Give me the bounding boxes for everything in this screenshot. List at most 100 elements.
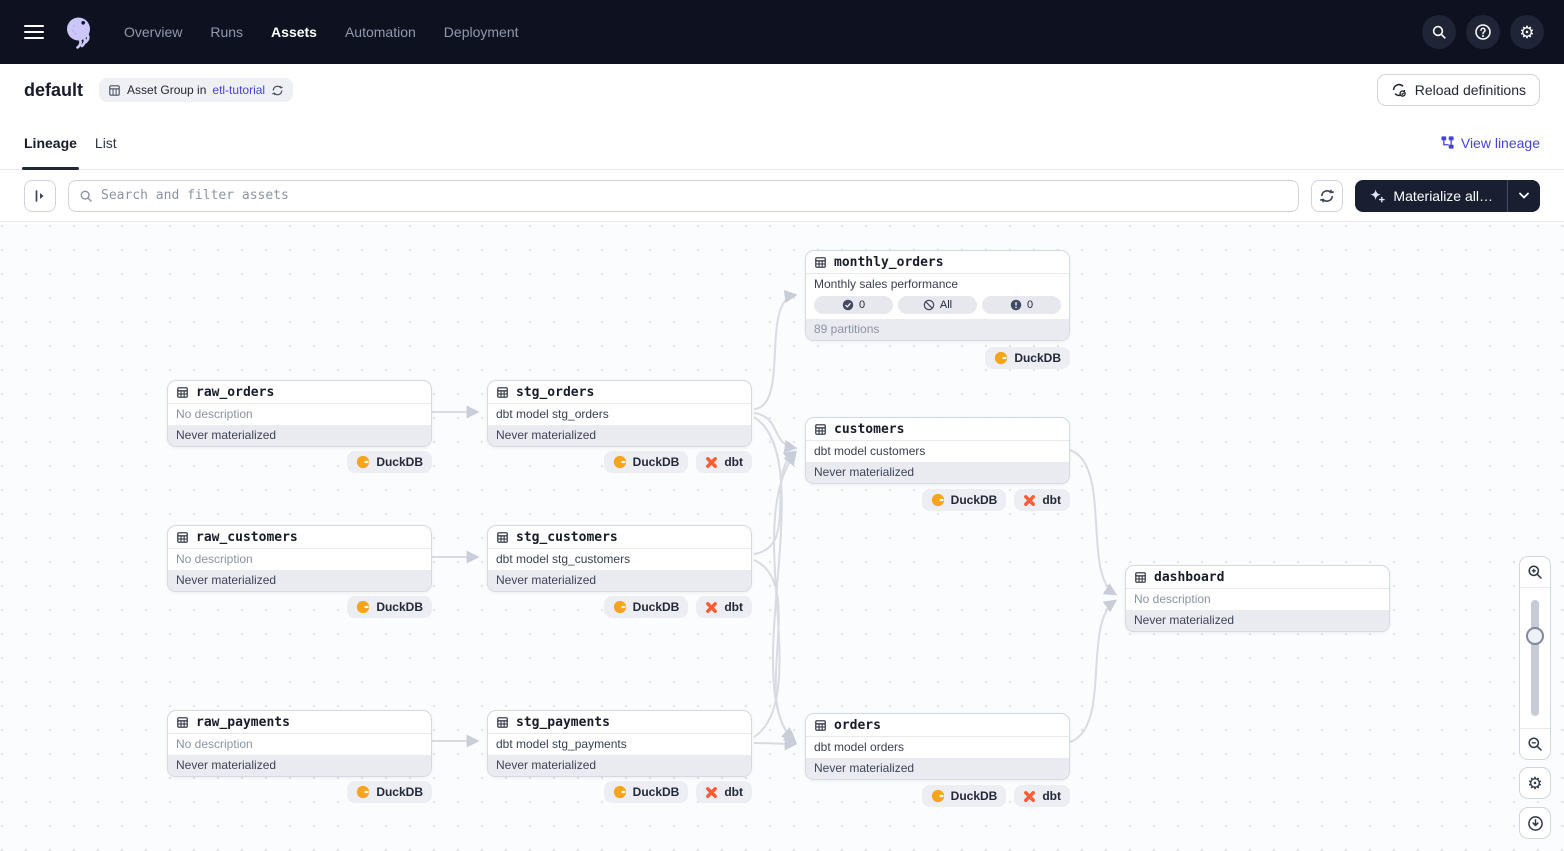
- asset-description: dbt model stg_orders: [488, 404, 751, 425]
- asset-node-stg-payments[interactable]: stg_payments dbt model stg_payments Neve…: [487, 710, 752, 777]
- duckdb-tag[interactable]: DuckDB: [604, 451, 689, 473]
- lineage-canvas[interactable]: monthly_orders Monthly sales performance…: [0, 222, 1564, 851]
- nav-item-overview[interactable]: Overview: [124, 24, 182, 40]
- asset-node-raw-customers[interactable]: raw_customers No description Never mater…: [167, 525, 432, 592]
- zoom-control-panel: [1519, 556, 1551, 760]
- badge-reload-icon[interactable]: [271, 84, 284, 97]
- nav-item-automation[interactable]: Automation: [345, 24, 416, 40]
- asset-status: Never materialized: [806, 758, 1069, 779]
- sidebar-toggle-button[interactable]: [24, 180, 56, 212]
- search-icon: [79, 189, 93, 203]
- gear-icon: ⚙: [1527, 775, 1542, 792]
- warning-circle-icon: [1010, 299, 1022, 311]
- sparkle-icon: [1369, 188, 1385, 204]
- materialize-dropdown-button[interactable]: [1508, 180, 1540, 212]
- asset-description: dbt model stg_customers: [488, 549, 751, 570]
- dagster-logo[interactable]: [60, 13, 98, 51]
- chevron-down-icon: [1519, 192, 1529, 199]
- dbt-tag[interactable]: dbt: [696, 451, 752, 473]
- asset-node-stg-customers[interactable]: stg_customers dbt model stg_customers Ne…: [487, 525, 752, 592]
- reload-definitions-button[interactable]: Reload definitions: [1377, 74, 1540, 106]
- nav-item-runs[interactable]: Runs: [210, 24, 243, 40]
- duckdb-tag[interactable]: DuckDB: [922, 489, 1007, 511]
- asset-badges: DuckDB: [167, 596, 432, 618]
- table-icon: [496, 531, 509, 544]
- nav-item-deployment[interactable]: Deployment: [444, 24, 519, 40]
- graph-settings-button[interactable]: ⚙: [1519, 767, 1551, 799]
- tab-lineage[interactable]: Lineage: [24, 116, 77, 169]
- duckdb-icon: [356, 785, 370, 799]
- duckdb-icon: [994, 351, 1008, 365]
- asset-status: Never materialized: [168, 570, 431, 591]
- duckdb-icon: [613, 455, 627, 469]
- table-icon: [176, 531, 189, 544]
- duckdb-icon: [613, 785, 627, 799]
- duckdb-tag[interactable]: DuckDB: [604, 781, 689, 803]
- dbt-icon: [1023, 790, 1036, 803]
- table-icon: [814, 719, 827, 732]
- dbt-tag[interactable]: dbt: [1014, 489, 1070, 511]
- recenter-button[interactable]: [1519, 807, 1551, 839]
- asset-status: Never materialized: [488, 570, 751, 591]
- asset-node-raw-payments[interactable]: raw_payments No description Never materi…: [167, 710, 432, 777]
- dbt-tag[interactable]: dbt: [696, 781, 752, 803]
- zoom-in-button[interactable]: [1520, 557, 1550, 587]
- dbt-icon: [705, 601, 718, 614]
- asset-node-orders[interactable]: orders dbt model orders Never materializ…: [805, 713, 1070, 780]
- hamburger-menu-icon[interactable]: [24, 25, 44, 39]
- refresh-button[interactable]: [1311, 180, 1343, 212]
- asset-node-customers[interactable]: customers dbt model customers Never mate…: [805, 417, 1070, 484]
- asset-badges: DuckDB dbt: [487, 596, 752, 618]
- partitions-success-pill[interactable]: 0: [814, 296, 893, 314]
- zoom-out-button[interactable]: [1520, 729, 1550, 759]
- materialize-all-split-button: Materialize all…: [1355, 180, 1540, 212]
- page-header: default Asset Group in etl-tutorial Relo…: [0, 64, 1564, 116]
- duckdb-tag[interactable]: DuckDB: [347, 451, 432, 473]
- dbt-icon: [705, 786, 718, 799]
- settings-gear-icon[interactable]: ⚙: [1510, 15, 1544, 49]
- tab-list[interactable]: List: [95, 116, 117, 169]
- asset-status: Never materialized: [1126, 610, 1389, 631]
- partitions-missing-pill[interactable]: All: [898, 296, 977, 314]
- asset-group-repo-link[interactable]: etl-tutorial: [212, 83, 265, 97]
- view-lineage-link[interactable]: View lineage: [1440, 135, 1540, 151]
- asset-name: dashboard: [1154, 570, 1224, 585]
- asset-description: No description: [168, 734, 431, 755]
- dbt-tag[interactable]: dbt: [1014, 785, 1070, 807]
- duckdb-tag[interactable]: DuckDB: [922, 785, 1007, 807]
- asset-description: dbt model stg_payments: [488, 734, 751, 755]
- dbt-tag[interactable]: dbt: [696, 596, 752, 618]
- partitions-failed-pill[interactable]: 0: [982, 296, 1061, 314]
- asset-node-raw-orders[interactable]: raw_orders No description Never material…: [167, 380, 432, 447]
- asset-badges: DuckDB: [167, 451, 432, 473]
- help-icon[interactable]: [1466, 15, 1500, 49]
- duckdb-tag[interactable]: DuckDB: [347, 596, 432, 618]
- asset-node-stg-orders[interactable]: stg_orders dbt model stg_orders Never ma…: [487, 380, 752, 447]
- duckdb-tag[interactable]: DuckDB: [985, 347, 1070, 369]
- refresh-icon: [1319, 188, 1335, 204]
- asset-status: Never materialized: [168, 755, 431, 776]
- duckdb-tag[interactable]: DuckDB: [347, 781, 432, 803]
- asset-badges: DuckDB: [167, 781, 432, 803]
- nav-links: Overview Runs Assets Automation Deployme…: [124, 24, 519, 40]
- reload-definitions-icon: [1391, 82, 1407, 98]
- asset-node-monthly-orders[interactable]: monthly_orders Monthly sales performance…: [805, 250, 1070, 341]
- page-title: default: [24, 80, 83, 101]
- dbt-icon: [1023, 494, 1036, 507]
- asset-name: monthly_orders: [834, 255, 944, 270]
- duckdb-tag[interactable]: DuckDB: [604, 596, 689, 618]
- nav-item-assets[interactable]: Assets: [271, 24, 317, 40]
- top-nav: Overview Runs Assets Automation Deployme…: [0, 0, 1564, 64]
- table-icon: [176, 386, 189, 399]
- asset-description: No description: [168, 404, 431, 425]
- asset-node-dashboard[interactable]: dashboard No description Never materiali…: [1125, 565, 1390, 632]
- materialize-all-button[interactable]: Materialize all…: [1355, 180, 1507, 212]
- search-icon[interactable]: [1422, 15, 1456, 49]
- search-input[interactable]: [101, 188, 1288, 203]
- asset-badges: DuckDB dbt: [487, 781, 752, 803]
- zoom-slider-track[interactable]: [1531, 600, 1539, 716]
- slash-circle-icon: [923, 299, 935, 311]
- asset-badges: DuckDB: [805, 347, 1070, 369]
- asset-search-box: [68, 180, 1299, 212]
- zoom-slider-handle[interactable]: [1526, 627, 1544, 645]
